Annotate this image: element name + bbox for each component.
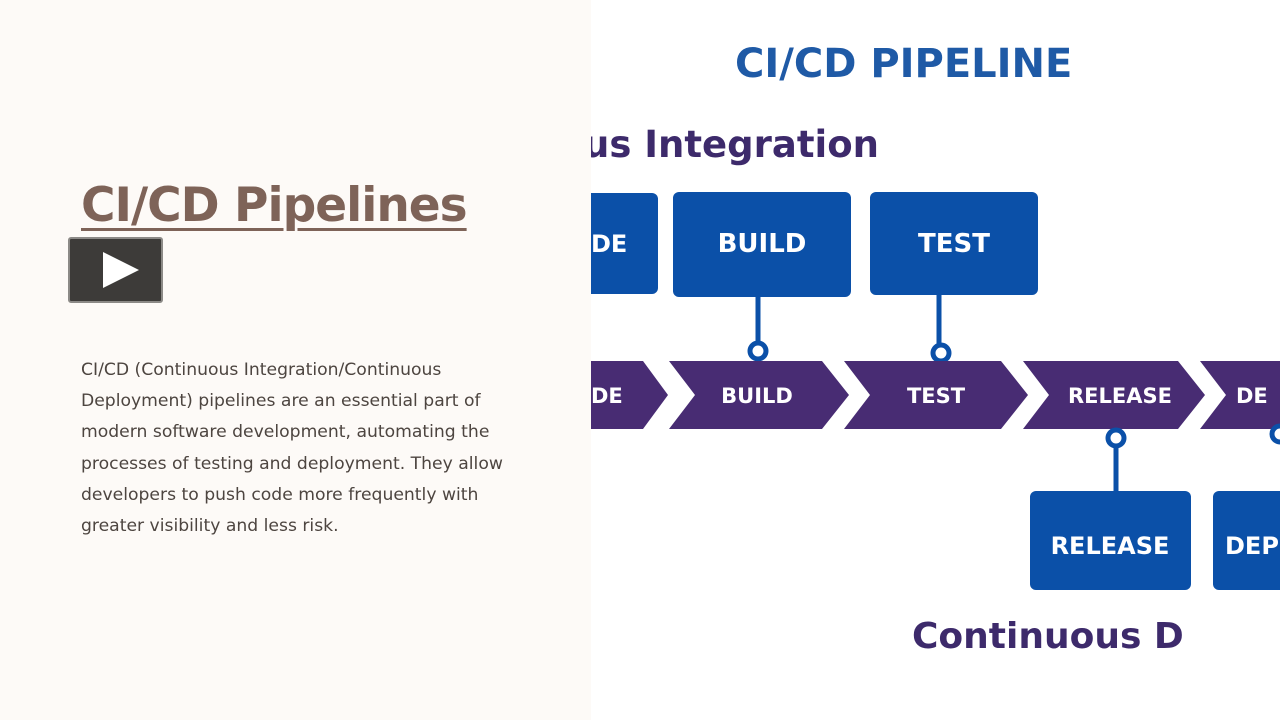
slide-title-link[interactable]: CI/CD Pipelines	[81, 178, 468, 233]
slide-description: CI/CD (Continuous Integration/Continuous…	[81, 360, 503, 537]
cd-section-label: Continuous D	[912, 616, 1184, 657]
bottom-box-release: RELEASE	[1030, 491, 1191, 590]
arrow-deploy: DE	[1200, 361, 1280, 429]
top-box-test: TEST	[870, 192, 1038, 295]
bottom-box-deploy: DEP	[1213, 491, 1280, 590]
top-box-code: DE	[591, 193, 658, 294]
diagram-heading: CI/CD PIPELINE	[735, 41, 1072, 87]
arrow-test-label: TEST	[907, 384, 966, 408]
arrow-code: DE	[591, 361, 668, 429]
arrow-code-label: DE	[591, 384, 623, 408]
arrow-test: TEST	[844, 361, 1028, 429]
play-button[interactable]	[68, 237, 163, 303]
pipeline-diagram: CI/CD PIPELINE us Integration DE BUILD T…	[591, 41, 1280, 657]
bottom-box-deploy-label: DEP	[1225, 532, 1279, 560]
play-icon	[103, 252, 139, 288]
top-box-code-label: DE	[591, 230, 627, 258]
arrow-release-label: RELEASE	[1068, 384, 1172, 408]
bottom-connectors	[1105, 423, 1280, 492]
bottom-box-release-label: RELEASE	[1051, 532, 1170, 560]
ci-section-label: us Integration	[591, 123, 879, 166]
top-box-test-label: TEST	[918, 229, 990, 259]
arrow-build: BUILD	[669, 361, 849, 429]
arrow-deploy-label: DE	[1236, 384, 1268, 408]
top-box-build: BUILD	[673, 192, 851, 297]
top-connectors	[747, 293, 952, 364]
top-box-build-label: BUILD	[718, 229, 807, 259]
text-panel: CI/CD Pipelines CI/CD (Continuous Integr…	[0, 0, 591, 720]
arrow-build-label: BUILD	[721, 384, 793, 408]
pipeline-image: CI/CD PIPELINE us Integration DE BUILD T…	[591, 0, 1280, 720]
arrow-release: RELEASE	[1023, 361, 1205, 429]
